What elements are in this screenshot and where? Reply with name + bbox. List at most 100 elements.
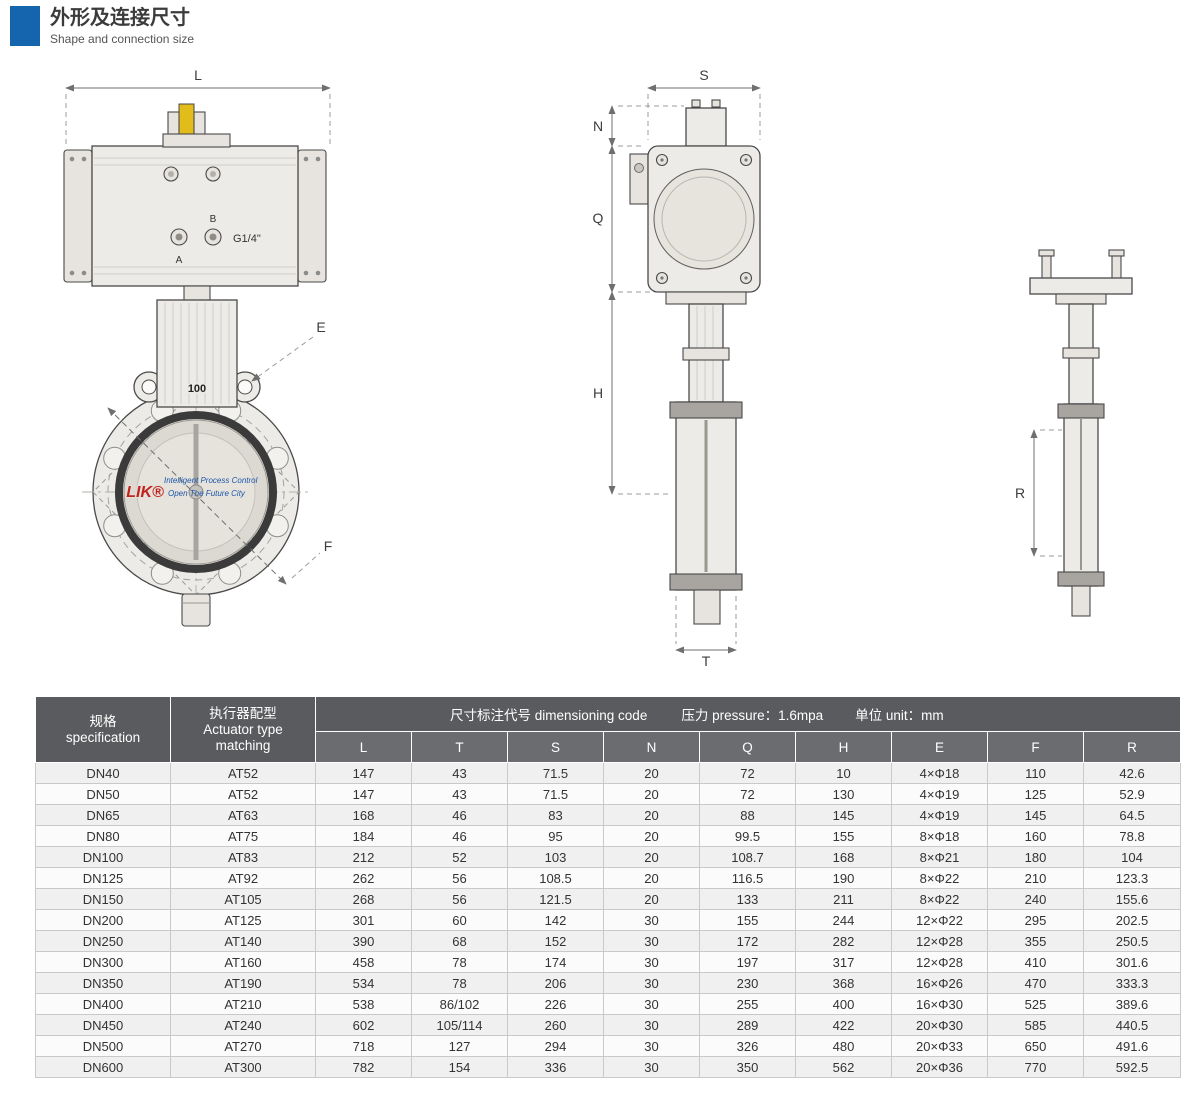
dim-value-cell: 104	[1082, 846, 1182, 868]
actuator-cell: AT52	[170, 762, 316, 784]
dim-value-cell: 127	[411, 1035, 508, 1057]
actuator-cell: AT75	[170, 825, 316, 847]
dim-col-header-n: N	[603, 731, 700, 763]
dim-value-cell: 8×Φ22	[891, 867, 988, 889]
pressure-label: 压力 pressure：1.6mpa	[681, 708, 824, 723]
dim-value-cell: 301	[315, 909, 412, 931]
dim-value-cell: 78	[411, 951, 508, 973]
dim-value-cell: 12×Φ22	[891, 909, 988, 931]
dim-value-cell: 30	[603, 930, 700, 952]
air-ports	[170, 228, 222, 246]
dim-value-cell: 155.6	[1082, 888, 1182, 910]
stud-left	[1041, 255, 1052, 281]
actuator-end-cap-right	[297, 149, 327, 283]
dim-value-cell: 174	[507, 951, 604, 973]
dim-value-cell: 4×Φ18	[891, 762, 988, 784]
spec-cell: DN500	[35, 1035, 171, 1057]
dim-value-cell: 538	[315, 993, 412, 1015]
dim-value-cell: 147	[315, 783, 412, 805]
page-title: 外形及连接尺寸	[50, 7, 190, 29]
dim-value-cell: 350	[699, 1056, 796, 1078]
dim-value-cell: 145	[987, 804, 1084, 826]
dim-value-cell: 262	[315, 867, 412, 889]
dim-value-cell: 770	[987, 1056, 1084, 1078]
table-header-row: 规格 specification 执行器配型 Actuator type mat…	[35, 696, 1182, 763]
bracket-texture	[164, 303, 230, 404]
dim-value-cell: 480	[795, 1035, 892, 1057]
dimensioning-code-label: 尺寸标注代号 dimensioning code	[450, 708, 648, 723]
bracket-size-label: 100	[188, 383, 206, 395]
dim-value-cell: 168	[795, 846, 892, 868]
dim-value-cell: 295	[987, 909, 1084, 931]
spec-cell: DN450	[35, 1014, 171, 1036]
dim-value-cell: 197	[699, 951, 796, 973]
actuator-cylinder-face	[653, 168, 755, 270]
dim-value-cell: 16×Φ26	[891, 972, 988, 994]
dim-value-cell: 16×Φ30	[891, 993, 988, 1015]
dim-value-cell: 88	[699, 804, 796, 826]
top-plate-profile	[1029, 277, 1133, 295]
dim-value-cell: 52	[411, 846, 508, 868]
dim-value-cell: 99.5	[699, 825, 796, 847]
unit-label: 单位 unit：mm	[855, 708, 944, 723]
indicator-base-plate	[162, 133, 231, 148]
page-subtitle: Shape and connection size	[50, 32, 195, 46]
dim-value-cell: 12×Φ28	[891, 951, 988, 973]
dim-value-cell: 71.5	[507, 762, 604, 784]
bottom-tail-side	[693, 589, 721, 625]
dim-value-cell: 389.6	[1082, 993, 1182, 1015]
dim-s-label: S	[699, 67, 708, 83]
dim-value-cell: 602	[315, 1014, 412, 1036]
disc-text-2: Open The Future City	[168, 489, 246, 498]
dim-col-header-r: R	[1082, 731, 1182, 763]
dim-value-cell: 145	[795, 804, 892, 826]
dim-value-cell: 30	[603, 951, 700, 973]
dim-value-cell: 20	[603, 867, 700, 889]
dim-value-cell: 10	[795, 762, 892, 784]
dim-value-cell: 108.5	[507, 867, 604, 889]
dim-value-cell: 368	[795, 972, 892, 994]
dim-value-cell: 20	[603, 804, 700, 826]
dim-value-cell: 108.7	[699, 846, 796, 868]
port-b-label: B	[210, 214, 217, 225]
dim-value-cell: 72	[699, 783, 796, 805]
col-header-actuator: 执行器配型 Actuator type matching	[170, 696, 316, 763]
dim-value-cell: 190	[795, 867, 892, 889]
dim-value-cell: 56	[411, 888, 508, 910]
dim-value-cell: 130	[795, 783, 892, 805]
spec-cell: DN200	[35, 909, 171, 931]
accent-block	[10, 6, 40, 46]
dim-value-cell: 20×Φ36	[891, 1056, 988, 1078]
dim-value-cell: 562	[795, 1056, 892, 1078]
dim-value-cell: 470	[987, 972, 1084, 994]
bottom-stem	[181, 593, 211, 627]
dim-value-cell: 534	[315, 972, 412, 994]
spec-cell: DN300	[35, 951, 171, 973]
dim-value-cell: 142	[507, 909, 604, 931]
dim-value-cell: 390	[315, 930, 412, 952]
dim-value-cell: 491.6	[1082, 1035, 1182, 1057]
stud-right	[1111, 255, 1122, 281]
spec-cell: DN350	[35, 972, 171, 994]
dim-value-cell: 30	[603, 1014, 700, 1036]
dim-col-header-s: S	[507, 731, 604, 763]
dim-value-cell: 410	[987, 951, 1084, 973]
dim-value-cell: 125	[987, 783, 1084, 805]
dim-value-cell: 46	[411, 804, 508, 826]
actuator-body	[91, 145, 299, 287]
dim-value-cell: 123.3	[1082, 867, 1182, 889]
dim-value-cell: 301.6	[1082, 951, 1182, 973]
bottom-tail-profile	[1071, 585, 1091, 617]
dim-l-label: L	[194, 67, 202, 83]
dim-col-header-h: H	[795, 731, 892, 763]
spec-cell: DN150	[35, 888, 171, 910]
dim-col-header-l: L	[315, 731, 412, 763]
dim-value-cell: 592.5	[1082, 1056, 1182, 1078]
dim-value-cell: 226	[507, 993, 604, 1015]
